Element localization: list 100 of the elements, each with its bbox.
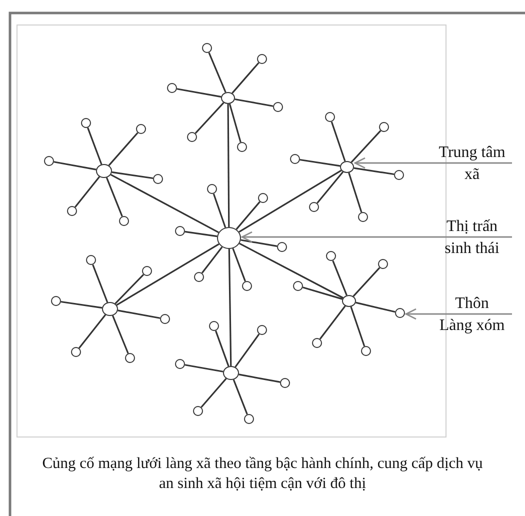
network-node (258, 193, 268, 203)
connector-line (116, 243, 220, 306)
network-node (209, 321, 219, 331)
network-node (67, 206, 77, 216)
network-node (217, 227, 241, 249)
connector-line (212, 193, 226, 228)
network-node (223, 366, 239, 380)
connector-line (352, 267, 380, 297)
network-node (175, 226, 185, 236)
connector-line (238, 170, 342, 233)
network-node (51, 296, 61, 306)
network-node (379, 122, 389, 132)
network-node (325, 112, 335, 122)
network-node (257, 54, 267, 64)
network-node (221, 92, 235, 104)
connector-line (332, 260, 348, 296)
network-node (280, 378, 290, 388)
network-node (273, 102, 283, 112)
level-label: Trung tâm (438, 144, 506, 162)
network-node (309, 202, 319, 212)
connector-line (232, 248, 246, 282)
connector-line (356, 302, 396, 313)
network-node (119, 216, 129, 226)
connector-line (232, 62, 260, 94)
network-node (194, 272, 204, 282)
network-node (153, 174, 163, 184)
network-node (378, 259, 388, 269)
connector-line (114, 274, 144, 304)
connector-line (316, 171, 344, 204)
connector-line (201, 246, 223, 274)
caption: Củng cố mạng lưới làng xã theo tầng bậc hành chính, cung cấp dịch vụ an sinh xã hội tiệm cận với đô thị (41, 454, 484, 494)
connector-line (350, 306, 366, 347)
connector-line (227, 104, 230, 227)
connector-line (74, 176, 100, 208)
network-node (312, 338, 322, 348)
network-node (96, 164, 112, 178)
connector-line (214, 330, 230, 367)
connector-line (234, 98, 274, 107)
network-node (86, 255, 96, 265)
level-label: Thị trấn (445, 218, 499, 236)
connector-line (110, 174, 220, 234)
connector-line (228, 248, 232, 366)
connector-line (236, 201, 260, 230)
connector-line (184, 230, 218, 238)
connector-line (232, 379, 248, 415)
connector-line (354, 167, 394, 176)
network-node (71, 347, 81, 357)
network-node (160, 314, 170, 324)
network-node (277, 242, 287, 252)
network-node (136, 124, 146, 134)
network-node (340, 161, 354, 173)
network-node (202, 43, 212, 53)
connector-line (234, 334, 260, 368)
leader-arrow (405, 308, 512, 320)
network-node (207, 184, 217, 194)
connector-line (302, 286, 343, 300)
network-node (361, 346, 371, 356)
level-label: xã (463, 166, 481, 184)
network-node (244, 414, 254, 424)
network-node (81, 118, 91, 128)
network-node (175, 359, 185, 369)
connector-line (330, 121, 346, 162)
connector-line (208, 52, 226, 93)
connector-line (112, 315, 129, 354)
connector-line (60, 300, 102, 309)
network-node (293, 281, 303, 291)
network-node (142, 266, 152, 276)
connector-line (118, 310, 160, 319)
network-node (342, 295, 356, 307)
connector-line (54, 161, 96, 170)
level-label: Làng xóm (438, 317, 506, 335)
level-label: Thôn (454, 295, 490, 313)
connector-line (200, 378, 227, 408)
level-label: sinh thái (444, 240, 500, 258)
network-node (395, 308, 405, 318)
network-node (358, 212, 368, 222)
connector-line (108, 132, 138, 166)
connector-line (300, 158, 340, 167)
connector-line (350, 130, 382, 163)
connector-line (348, 172, 362, 212)
network-node (242, 281, 252, 291)
network-node (187, 132, 197, 142)
connector-line (106, 177, 123, 217)
connector-line (78, 314, 106, 349)
connector-line (240, 239, 278, 247)
connector-line (87, 127, 102, 165)
network-node (257, 325, 267, 335)
network-node (394, 170, 404, 180)
connector-line (228, 104, 242, 142)
network-node (290, 154, 300, 164)
network-node (125, 353, 135, 363)
leader-arrow (354, 157, 512, 169)
connector-line (112, 171, 154, 180)
network-node (167, 83, 177, 93)
network-node (102, 302, 118, 316)
leader-arrow (241, 231, 512, 243)
connector-line (184, 364, 224, 372)
connector-line (238, 374, 280, 383)
network-node (193, 406, 203, 416)
connector-line (92, 264, 108, 303)
